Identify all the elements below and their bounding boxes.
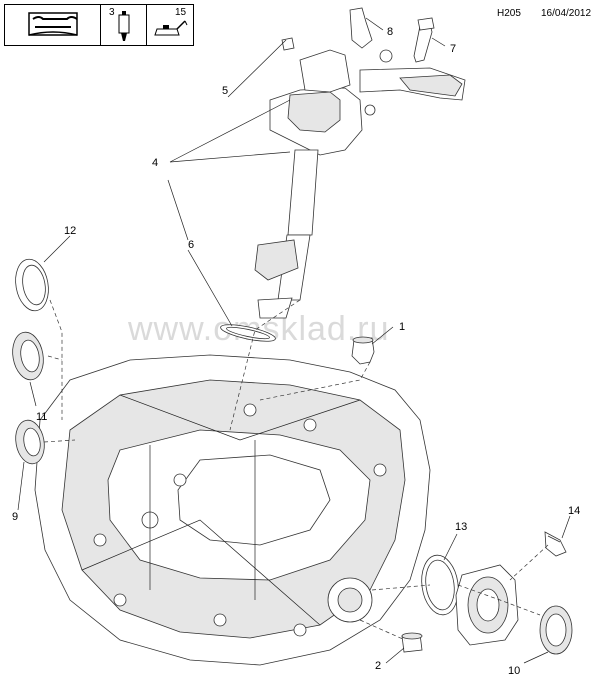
diagram-code: H205 bbox=[497, 8, 521, 19]
callout-12: 12 bbox=[64, 225, 76, 237]
wrench-manual-icon bbox=[28, 12, 78, 36]
sealant-tube-icon bbox=[118, 11, 130, 41]
bolt-7 bbox=[413, 17, 435, 63]
tool-sealant-label: 3 bbox=[109, 7, 115, 18]
oil-can-icon bbox=[154, 20, 188, 36]
callout-10: 10 bbox=[508, 665, 520, 677]
callout-1: 1 bbox=[399, 321, 405, 333]
gearbox-housing bbox=[34, 354, 431, 666]
tool-oil: 15 bbox=[146, 4, 194, 46]
tool-manual bbox=[4, 4, 102, 46]
callout-11: 11 bbox=[36, 411, 47, 423]
callout-14: 14 bbox=[568, 505, 580, 517]
plug-2 bbox=[401, 632, 423, 653]
callout-13: 13 bbox=[455, 521, 467, 533]
seal-12 bbox=[15, 258, 49, 312]
callout-9: 9 bbox=[12, 511, 18, 523]
gearshift-mechanism bbox=[220, 7, 466, 342]
seal-9 bbox=[15, 419, 45, 465]
callout-4: 4 bbox=[152, 157, 158, 169]
diagram-date: 16/04/2012 bbox=[541, 8, 592, 19]
tool-oil-label: 15 bbox=[175, 7, 187, 18]
flange-housing bbox=[455, 564, 519, 646]
callout-7: 7 bbox=[450, 43, 456, 55]
assembly-lines bbox=[43, 299, 549, 641]
callout-6: 6 bbox=[188, 239, 194, 251]
bolt-14 bbox=[544, 531, 567, 557]
seal-10 bbox=[539, 605, 573, 655]
plug-1 bbox=[351, 336, 375, 365]
tools-panel: 3 15 bbox=[4, 4, 194, 46]
leader-lines bbox=[17, 17, 571, 664]
o-ring-13 bbox=[421, 554, 459, 616]
callout-5: 5 bbox=[222, 85, 228, 97]
callout-8: 8 bbox=[387, 26, 393, 38]
callout-2: 2 bbox=[375, 660, 381, 672]
seal-11 bbox=[12, 331, 44, 381]
